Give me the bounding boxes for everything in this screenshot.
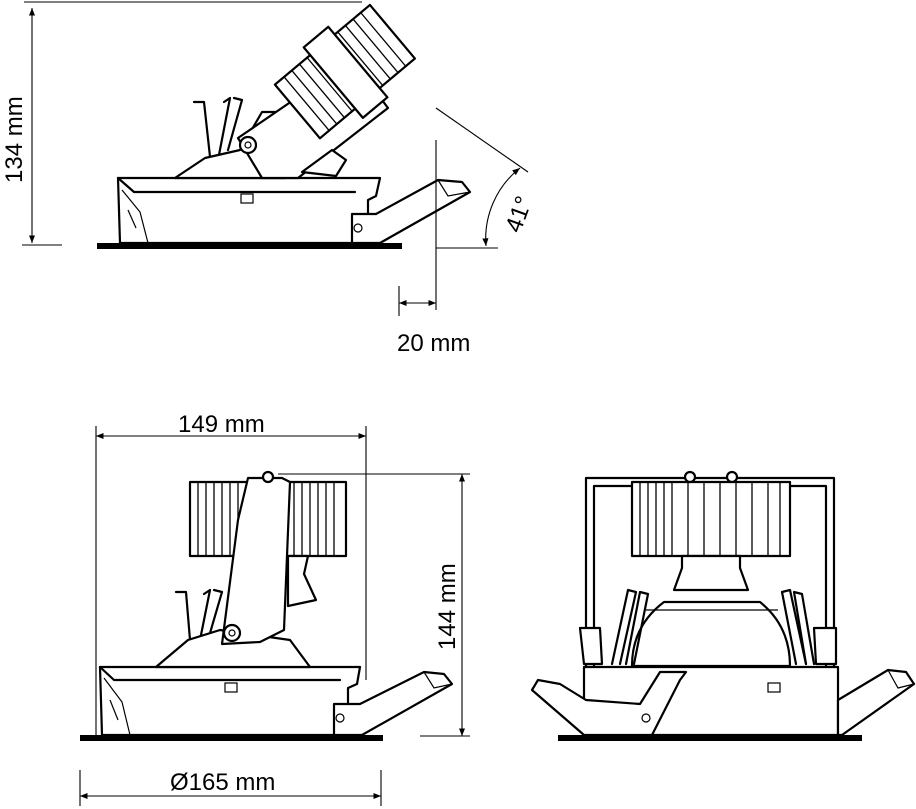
dim-165mm: Ø165 mm (170, 769, 275, 796)
dim-149mm: 149 mm (178, 411, 265, 438)
side-view: 149 mm 144 mm Ø165 mm (79, 411, 470, 806)
yoke-frame (584, 476, 836, 669)
ceiling-plate (97, 243, 402, 249)
label-icon (240, 193, 254, 204)
dim-20mm: 20 mm (397, 330, 470, 357)
spring-clip (192, 100, 214, 177)
front-view (530, 470, 916, 741)
mounting-clip-3L (530, 670, 688, 737)
arm-2 (220, 476, 292, 646)
reflector (630, 600, 792, 668)
ceiling-plate-3 (558, 735, 862, 741)
tilted-side-view: 134 mm 41° 20 mm (1, 1, 538, 357)
dim-144mm: 144 mm (434, 563, 461, 650)
ceiling-plate-2 (80, 735, 383, 741)
mounting-clip (350, 178, 472, 245)
mounting-clip-2 (332, 670, 454, 737)
housing-box (116, 176, 382, 245)
heat-sink (273, 3, 417, 140)
dim-134mm: 134 mm (1, 96, 28, 183)
housing-box-2 (98, 665, 362, 737)
mounting-clip-3R (836, 668, 916, 737)
dim-41deg: 41° (500, 193, 538, 236)
